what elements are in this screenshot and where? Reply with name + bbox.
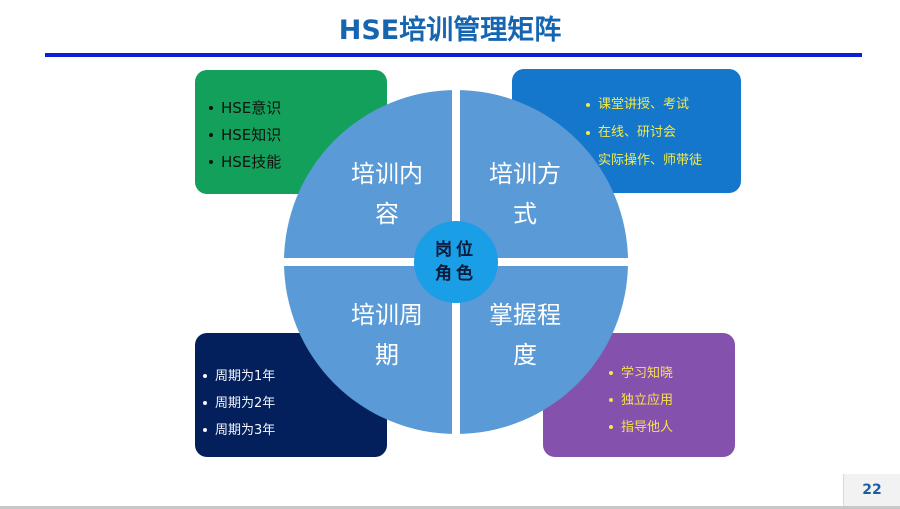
quadrant-label: 容 <box>375 200 399 228</box>
quadrant-label: 掌握程 <box>489 301 561 329</box>
quadrant-mastery-level: 掌握程度 <box>460 266 628 434</box>
list-item: HSE意识 <box>205 95 387 122</box>
list-item: HSE技能 <box>205 149 387 176</box>
title-divider <box>45 53 862 57</box>
list-item: 周期为3年 <box>199 417 387 444</box>
slide-title: HSE培训管理矩阵 <box>338 15 562 46</box>
quadrant-training-cycle: 培训周期 <box>284 266 452 434</box>
list-item: HSE知识 <box>205 122 387 149</box>
quadrant-training-content: 培训内容 <box>284 90 452 258</box>
quadrant-label: 式 <box>513 200 537 228</box>
training-cycle-list: 周期为1年 周期为2年 周期为3年 <box>199 363 387 444</box>
quadrant-training-method: 培训方式 <box>460 90 628 258</box>
hub-label: 角色 <box>435 264 477 284</box>
list-item: 周期为2年 <box>199 390 387 417</box>
quadrant-label: 培训方 <box>489 160 561 188</box>
bottom-divider <box>0 506 900 509</box>
quadrant-label: 度 <box>513 341 537 369</box>
training-content-list: HSE意识 HSE知识 HSE技能 <box>205 95 387 176</box>
matrix-wheel: 培训内容 培训方式 培训周期 掌握程度 <box>284 90 628 434</box>
hub-label: 岗位 <box>435 240 477 260</box>
page-number: 22 <box>843 474 900 506</box>
list-item: 周期为1年 <box>199 363 387 390</box>
quadrant-label: 期 <box>375 341 399 369</box>
quadrant-label: 培训周 <box>351 301 423 329</box>
role-hub: 岗位 角色 <box>414 221 498 303</box>
quadrant-label: 培训内 <box>351 160 423 188</box>
